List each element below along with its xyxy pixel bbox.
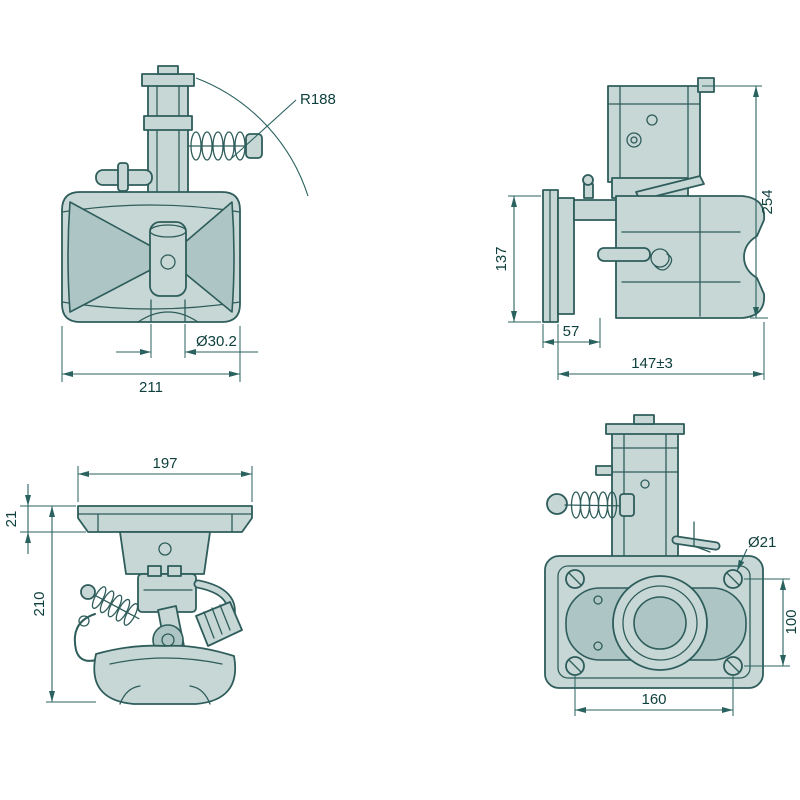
dim-hole-diameter: Ø21 xyxy=(736,534,776,572)
top-plate xyxy=(77,505,253,533)
dim-label-137: 137 xyxy=(493,246,510,271)
coupling-shaft xyxy=(141,65,195,199)
dim-offset: 57 xyxy=(542,318,601,348)
mounting-plate xyxy=(544,555,764,689)
dim-label-197: 197 xyxy=(152,455,177,472)
bolt-hole-bottom-right xyxy=(723,656,743,676)
dim-plate-width: 197 xyxy=(77,455,253,502)
bolt-hole-bottom-left xyxy=(565,656,585,676)
dim-bolt-spacing-horizontal: 160 xyxy=(574,676,734,716)
dim-length: 147±3 xyxy=(557,322,765,380)
rear-bracket xyxy=(595,414,685,559)
dim-label-147: 147±3 xyxy=(631,355,673,372)
front-view: R188 Ø30.2 211 xyxy=(61,65,336,396)
dim-label-160: 160 xyxy=(641,691,666,708)
dim-radius: R188 xyxy=(195,77,336,197)
dim-plate-thickness: 21 xyxy=(3,484,86,554)
release-pin xyxy=(95,162,153,192)
jaw-side xyxy=(597,195,765,319)
coupling-body xyxy=(61,191,241,323)
upper-bracket xyxy=(607,77,715,201)
rear-view: Ø21 100 160 xyxy=(544,414,800,716)
bolt-hole-top-left xyxy=(565,569,585,589)
tension-spring xyxy=(187,131,263,161)
dim-flange-height: 137 xyxy=(493,195,541,323)
dim-label-100: 100 xyxy=(783,609,800,634)
release-spring xyxy=(90,586,140,626)
dim-label-o21: Ø21 xyxy=(748,534,776,551)
neck xyxy=(119,531,211,575)
dim-bore: Ø30.2 xyxy=(116,324,258,358)
bolt-hole-top-right xyxy=(723,569,743,589)
dim-label-r188: R188 xyxy=(300,91,336,108)
side-view: 137 57 147±3 254 xyxy=(493,77,776,380)
lower-bowl xyxy=(93,644,236,705)
dim-label-57: 57 xyxy=(563,323,580,340)
top-view: 197 21 210 xyxy=(3,455,253,705)
dim-label-21: 21 xyxy=(3,511,20,528)
dim-view-height: 210 xyxy=(31,506,96,703)
dim-total-height: 254 xyxy=(702,85,776,319)
rear-spring xyxy=(546,491,721,553)
dim-bolt-spacing-vertical: 100 xyxy=(744,578,800,667)
dim-label-210: 210 xyxy=(31,591,48,616)
dim-body-width: 211 xyxy=(61,326,241,396)
dim-label-254: 254 xyxy=(759,189,776,214)
dim-label-211: 211 xyxy=(139,379,163,396)
dim-label-bore: Ø30.2 xyxy=(196,333,237,350)
